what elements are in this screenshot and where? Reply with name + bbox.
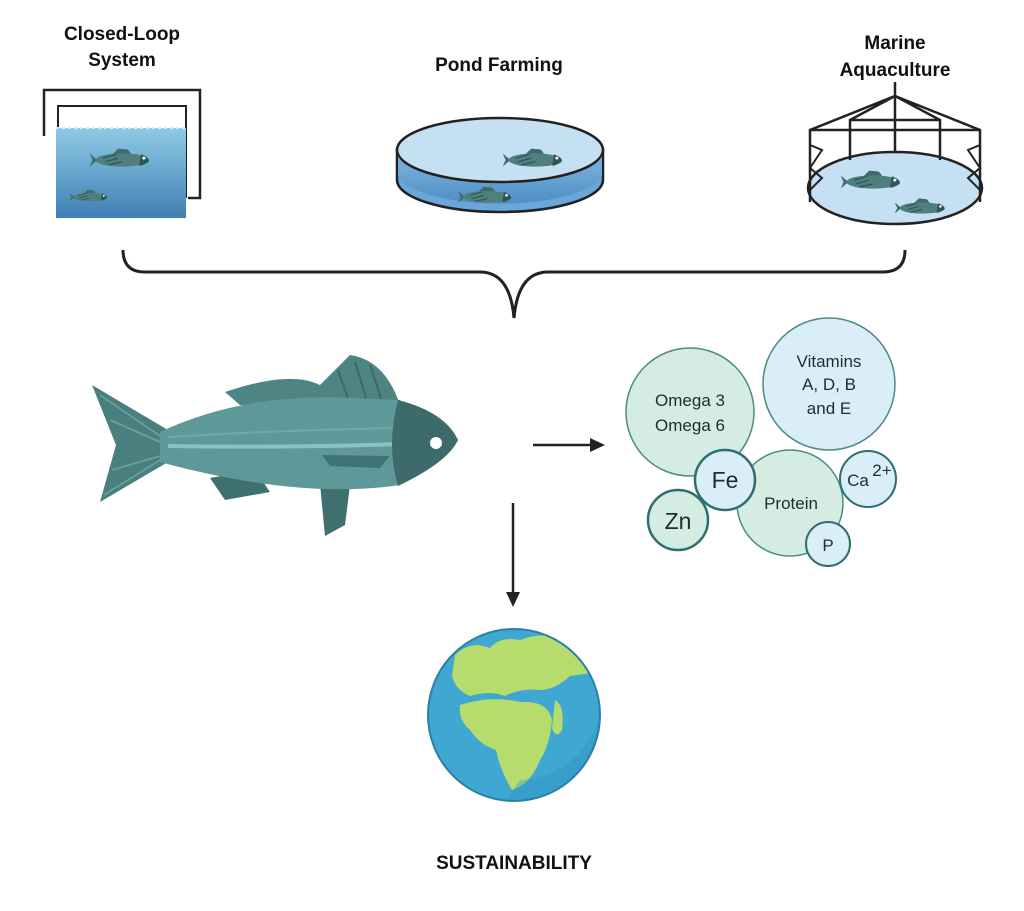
earth-globe-icon: [427, 628, 601, 802]
marine-aquaculture-illustration: [806, 82, 984, 226]
ca-charge-label: 2+: [872, 461, 891, 480]
nutrient-cluster: Omega 3 Omega 6 Vitamins A, D, B and E P…: [625, 317, 897, 567]
fe-bubble: [693, 448, 757, 512]
protein-label: Protein: [764, 494, 818, 513]
marine-aquaculture-label-line1: Marine: [864, 33, 925, 54]
p-label: P: [822, 536, 833, 555]
pond-farming-illustration: [395, 116, 605, 214]
vitamins-label-line1: Vitamins: [797, 352, 862, 371]
closed-loop-label-line2: System: [88, 50, 156, 71]
closed-loop-label-line1: Closed-Loop: [64, 24, 180, 45]
fe-label: Fe: [712, 467, 739, 493]
arrow-to-sustainability: [506, 503, 520, 607]
grouping-bracket: [121, 249, 907, 319]
closed-loop-tank-illustration: [42, 88, 202, 218]
p-bubble: [805, 521, 851, 567]
omega-bubble: [625, 347, 755, 477]
fish-illustration: [92, 355, 458, 536]
sustainability-label: SUSTAINABILITY: [436, 853, 592, 874]
zn-bubble: [646, 488, 710, 552]
ca-bubble: [839, 450, 897, 508]
omega-label-line1: Omega 3: [655, 391, 725, 410]
pond-farming-label: Pond Farming: [435, 55, 563, 76]
ca-label: Ca: [847, 471, 869, 490]
zn-label: Zn: [665, 508, 692, 534]
marine-aquaculture-label-line2: Aquaculture: [840, 60, 951, 81]
vitamins-label-line3: and E: [807, 399, 851, 418]
omega-label-line2: Omega 6: [655, 416, 725, 435]
vitamins-label-line2: A, D, B: [802, 375, 856, 394]
vitamins-bubble: [762, 317, 896, 451]
arrow-to-nutrients: [533, 438, 605, 452]
